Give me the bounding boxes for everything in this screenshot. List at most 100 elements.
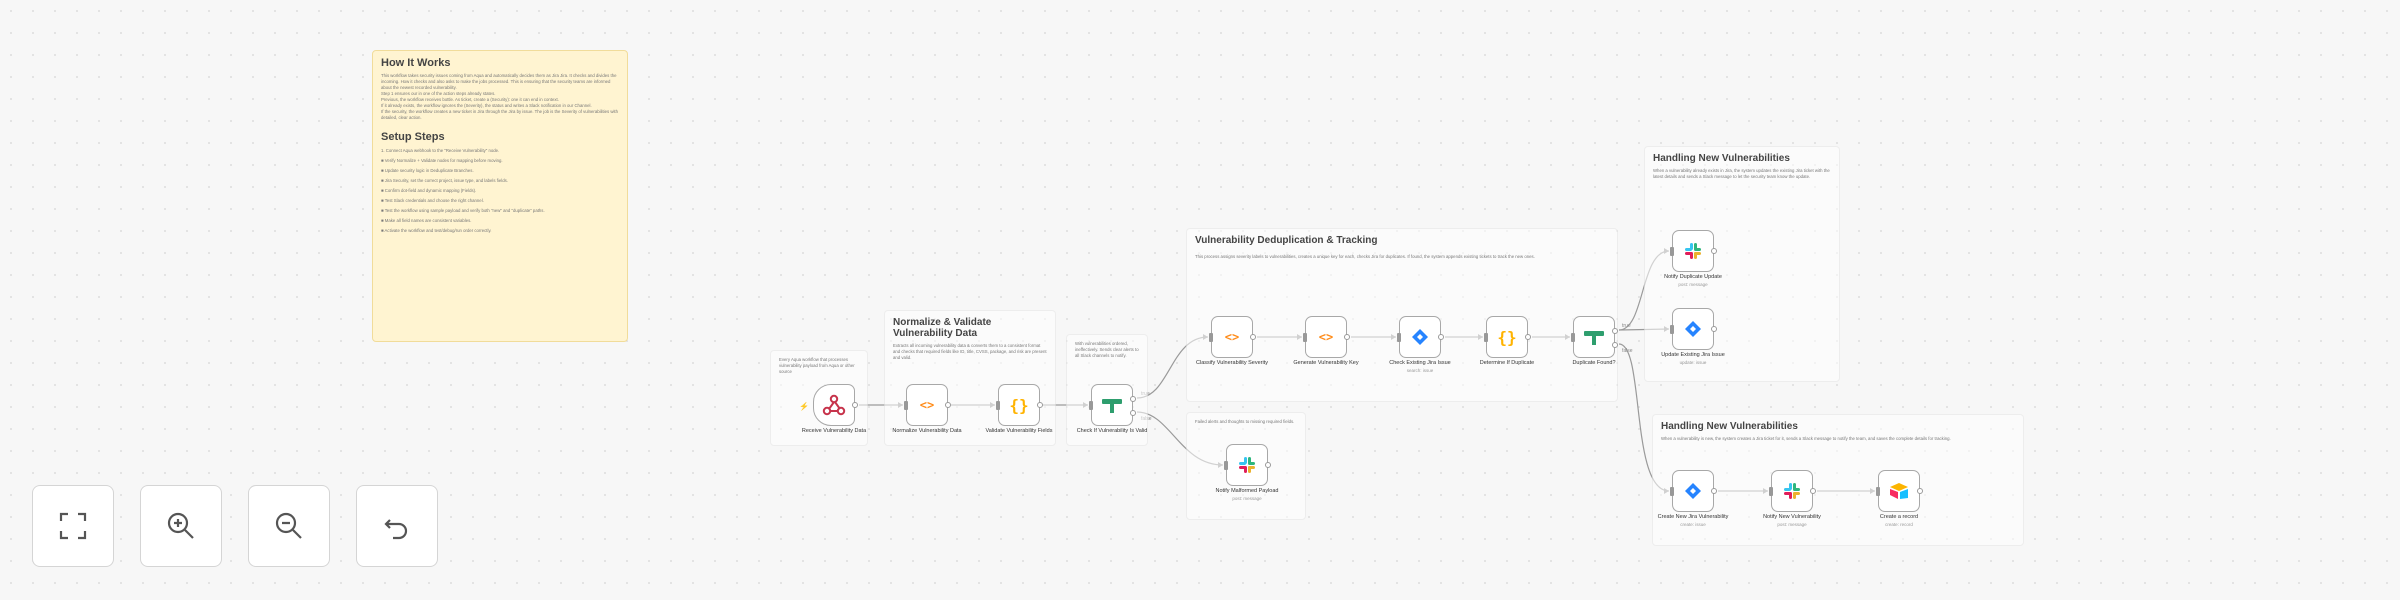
- output-handle[interactable]: [1917, 488, 1923, 494]
- create-jira-node[interactable]: [1670, 470, 1717, 512]
- output-handle[interactable]: [1711, 248, 1717, 254]
- output-handle[interactable]: [1037, 402, 1043, 408]
- zoom-in-button[interactable]: [140, 485, 222, 567]
- check-valid-node[interactable]: [1089, 384, 1136, 426]
- dedup-section-body: This process assigns severity labels to …: [1195, 254, 1535, 259]
- normalize-node[interactable]: <>: [904, 384, 951, 426]
- create-jira-label: Create New Jira Vulnerability create: is…: [1657, 514, 1729, 527]
- setup-steps-title: Setup Steps: [381, 131, 445, 143]
- trigger-bolt-icon: ⚡: [799, 402, 809, 411]
- check-jira-label: Check Existing Jira Issue search: issue: [1389, 360, 1451, 373]
- dedup-section[interactable]: Vulnerability Deduplication & Tracking T…: [1186, 228, 1618, 402]
- setup-step: ■ Update security logic in Deduplicate B…: [381, 168, 474, 173]
- classify-label: Classify Vulnerability Severity: [1196, 360, 1268, 366]
- notify-malformed-label: Notify Malformed Payload post: message: [1215, 488, 1279, 501]
- input-handle[interactable]: [996, 401, 1000, 410]
- notify-new-node[interactable]: [1769, 470, 1816, 512]
- malformed-note-text: Failed alerts and thoughts to missing re…: [1195, 419, 1295, 424]
- undo-icon: [384, 519, 408, 540]
- code-icon: <>: [919, 398, 935, 412]
- input-handle[interactable]: [904, 401, 908, 410]
- setup-step: ■ Verify Normalize + Validate nodes for …: [381, 158, 503, 163]
- fullscreen-icon: [59, 512, 87, 540]
- determine-duplicate-label: Determine If Duplicate: [1479, 360, 1535, 366]
- output-handle[interactable]: [1265, 462, 1271, 468]
- notify-duplicate-node[interactable]: [1670, 230, 1717, 272]
- code-icon: <>: [1224, 330, 1240, 344]
- input-handle[interactable]: [1484, 333, 1488, 342]
- output-handle[interactable]: [1711, 488, 1717, 494]
- input-handle[interactable]: [1224, 461, 1228, 470]
- jira-icon: [1685, 321, 1701, 337]
- input-handle[interactable]: [1769, 487, 1773, 496]
- output-handle[interactable]: [1344, 334, 1350, 340]
- update-jira-label: Update Existing Jira Issue update: issue: [1661, 352, 1725, 365]
- setup-step: ■ Test Slack credentials and choose the …: [381, 198, 484, 203]
- determine-duplicate-node[interactable]: {}: [1484, 316, 1531, 358]
- input-handle[interactable]: [1670, 487, 1674, 496]
- setup-step: ■ Activate the workflow and test/debug/r…: [381, 228, 492, 233]
- input-handle[interactable]: [1670, 247, 1674, 256]
- generate-key-node[interactable]: <>: [1303, 316, 1350, 358]
- output-handle[interactable]: [1438, 334, 1444, 340]
- setup-step: ■ Confirm dot-field and dynamic mapping …: [381, 188, 477, 193]
- notify-malformed-node[interactable]: [1224, 444, 1271, 486]
- how-it-works-body: This workflow takes security issues comi…: [381, 73, 618, 120]
- output-handle[interactable]: [1810, 488, 1816, 494]
- braces-icon: {}: [1009, 395, 1029, 415]
- input-handle[interactable]: [1089, 401, 1093, 410]
- braces-icon: {}: [1497, 327, 1517, 347]
- how-it-works-note[interactable]: How It Works This workflow takes securit…: [372, 50, 628, 342]
- validate-label: Validate Vulnerability Fields: [985, 428, 1053, 434]
- input-handle[interactable]: [1303, 333, 1307, 342]
- output-handle[interactable]: [1130, 410, 1136, 416]
- output-handle[interactable]: [945, 402, 951, 408]
- validate-node[interactable]: {}: [996, 384, 1043, 426]
- handling-new-section[interactable]: Handling New Vulnerabilities When a vuln…: [1652, 414, 2024, 546]
- webhook-icon: [822, 394, 846, 416]
- output-handle[interactable]: [1525, 334, 1531, 340]
- classify-node[interactable]: <>: [1209, 316, 1256, 358]
- slack-icon: [1239, 457, 1255, 473]
- create-record-label: Create a record create: record: [1879, 514, 1919, 527]
- how-it-works-title: How It Works: [381, 57, 451, 69]
- notify-new-label: Notify New Vulnerability post: message: [1763, 514, 1821, 527]
- handling-existing-title: Handling New Vulnerabilities: [1653, 153, 1790, 164]
- normalize-section-title: Normalize & Validate Vulnerability Data: [893, 317, 992, 339]
- slack-icon: [1784, 483, 1800, 499]
- generate-key-label: Generate Vulnerability Key: [1293, 360, 1359, 366]
- input-handle[interactable]: [1670, 325, 1674, 334]
- output-handle[interactable]: [1250, 334, 1256, 340]
- setup-step: ■ Test the workflow using sample payload…: [381, 208, 545, 213]
- if-icon: [1102, 399, 1122, 413]
- jira-icon: [1685, 483, 1701, 499]
- input-handle[interactable]: [1397, 333, 1401, 342]
- input-handle[interactable]: [1571, 333, 1575, 342]
- undo-button[interactable]: [356, 485, 438, 567]
- input-handle[interactable]: [1876, 487, 1880, 496]
- jira-icon: [1412, 329, 1428, 345]
- output-handle[interactable]: [1612, 328, 1618, 334]
- fit-view-button[interactable]: [32, 485, 114, 567]
- normalize-label: Normalize Vulnerability Data: [892, 428, 962, 434]
- input-handle[interactable]: [1209, 333, 1213, 342]
- output-handle[interactable]: [852, 402, 858, 408]
- setup-intro: 1. Connect Aqua webhook to the "Receive …: [381, 148, 500, 153]
- edge-label-true: true: [1622, 323, 1631, 329]
- duplicate-found-node[interactable]: [1571, 316, 1618, 358]
- check-jira-node[interactable]: [1397, 316, 1444, 358]
- output-handle[interactable]: [1711, 326, 1717, 332]
- airtable-icon: [1890, 483, 1908, 499]
- update-jira-node[interactable]: [1670, 308, 1717, 350]
- create-record-node[interactable]: [1876, 470, 1923, 512]
- output-handle[interactable]: [1612, 342, 1618, 348]
- if-icon: [1584, 331, 1604, 345]
- output-handle[interactable]: [1130, 396, 1136, 402]
- receive-vulnerability-node[interactable]: ⚡: [799, 384, 858, 426]
- zoom-in-icon: [167, 512, 194, 539]
- handling-new-body: When a vulnerability is new, the system …: [1661, 436, 1951, 441]
- zoom-out-button[interactable]: [248, 485, 330, 567]
- invalid-note-text: With vulnerabilities ordered, ineffectiv…: [1075, 341, 1139, 358]
- normalize-section-body: Extracts all incoming vulnerability data…: [893, 343, 1047, 360]
